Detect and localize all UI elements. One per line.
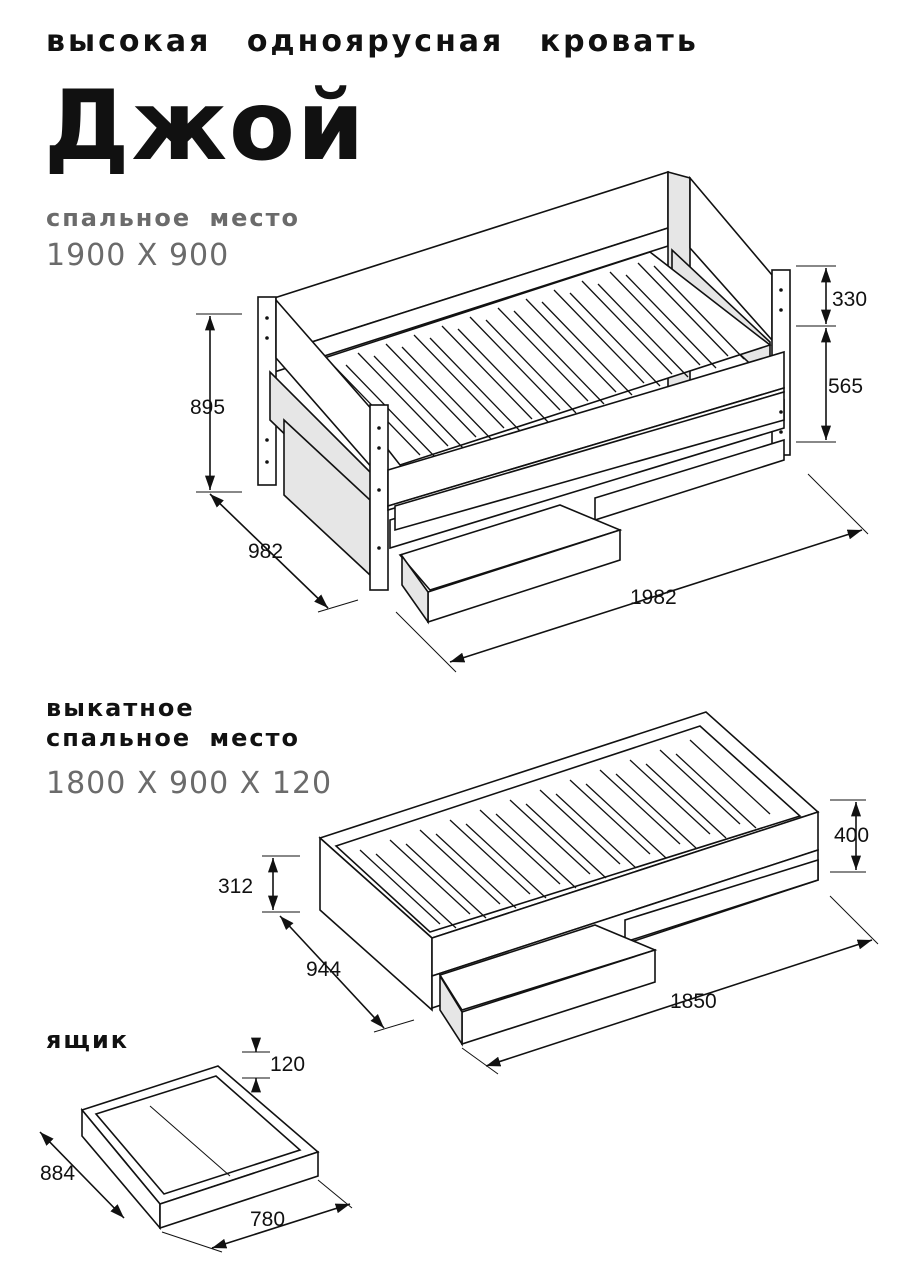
trundle-height-back-label: 400 <box>834 824 869 847</box>
trundle-depth-label: 944 <box>306 958 341 981</box>
bed-height-label: 895 <box>190 396 225 419</box>
bed-sleeping-label: спальное место <box>46 204 300 232</box>
trundle-height-front-label: 312 <box>218 875 253 898</box>
trundle-dimension-depth: 944 <box>279 915 415 1033</box>
product-subtitle: высокая одноярусная кровать <box>46 24 699 59</box>
bed-dimension-height: 895 <box>190 313 242 493</box>
trundle-size: 1800 Х 900 Х 120 <box>46 766 333 801</box>
product-title: Джой <box>44 70 367 182</box>
bed-slats <box>329 262 745 459</box>
drawer-dimension-height: 120 <box>242 1037 305 1093</box>
bed-dimension-length: 1982 <box>395 473 869 673</box>
bed-post-holes <box>265 288 783 550</box>
trundle-dimension-back-height: 400 <box>830 799 869 873</box>
trundle-label-line1: выкатное <box>46 694 195 722</box>
trundle-dimension-front-height: 312 <box>218 855 300 913</box>
drawer-label: ящик <box>46 1026 130 1054</box>
bed-dimension-depth: 982 <box>209 493 359 613</box>
trundle-length-label: 1850 <box>670 990 717 1013</box>
drawer-height-label: 120 <box>270 1053 305 1076</box>
drawer-illustration <box>80 1065 320 1231</box>
drawer-depth-label: 884 <box>40 1162 75 1185</box>
bed-dimension-rail: 330 565 <box>796 265 867 443</box>
trundle-dimension-length: 1850 <box>461 895 879 1075</box>
trundle-slats <box>359 739 771 929</box>
bed-length-label: 1982 <box>630 586 677 609</box>
bed-rail-top-label: 330 <box>832 288 867 311</box>
drawer-dimension-width: 780 <box>161 1179 353 1253</box>
trundle-label-line2: спальное место <box>46 724 300 752</box>
drawer-dimension-depth: 884 <box>39 1131 125 1219</box>
trundle-illustration <box>318 711 820 1047</box>
drawer-width-label: 780 <box>250 1208 285 1231</box>
bed-depth-label: 982 <box>248 540 283 563</box>
bed-illustration <box>257 170 791 625</box>
bed-sleeping-size: 1900 Х 900 <box>46 238 230 273</box>
bed-rail-low-label: 565 <box>828 375 863 398</box>
